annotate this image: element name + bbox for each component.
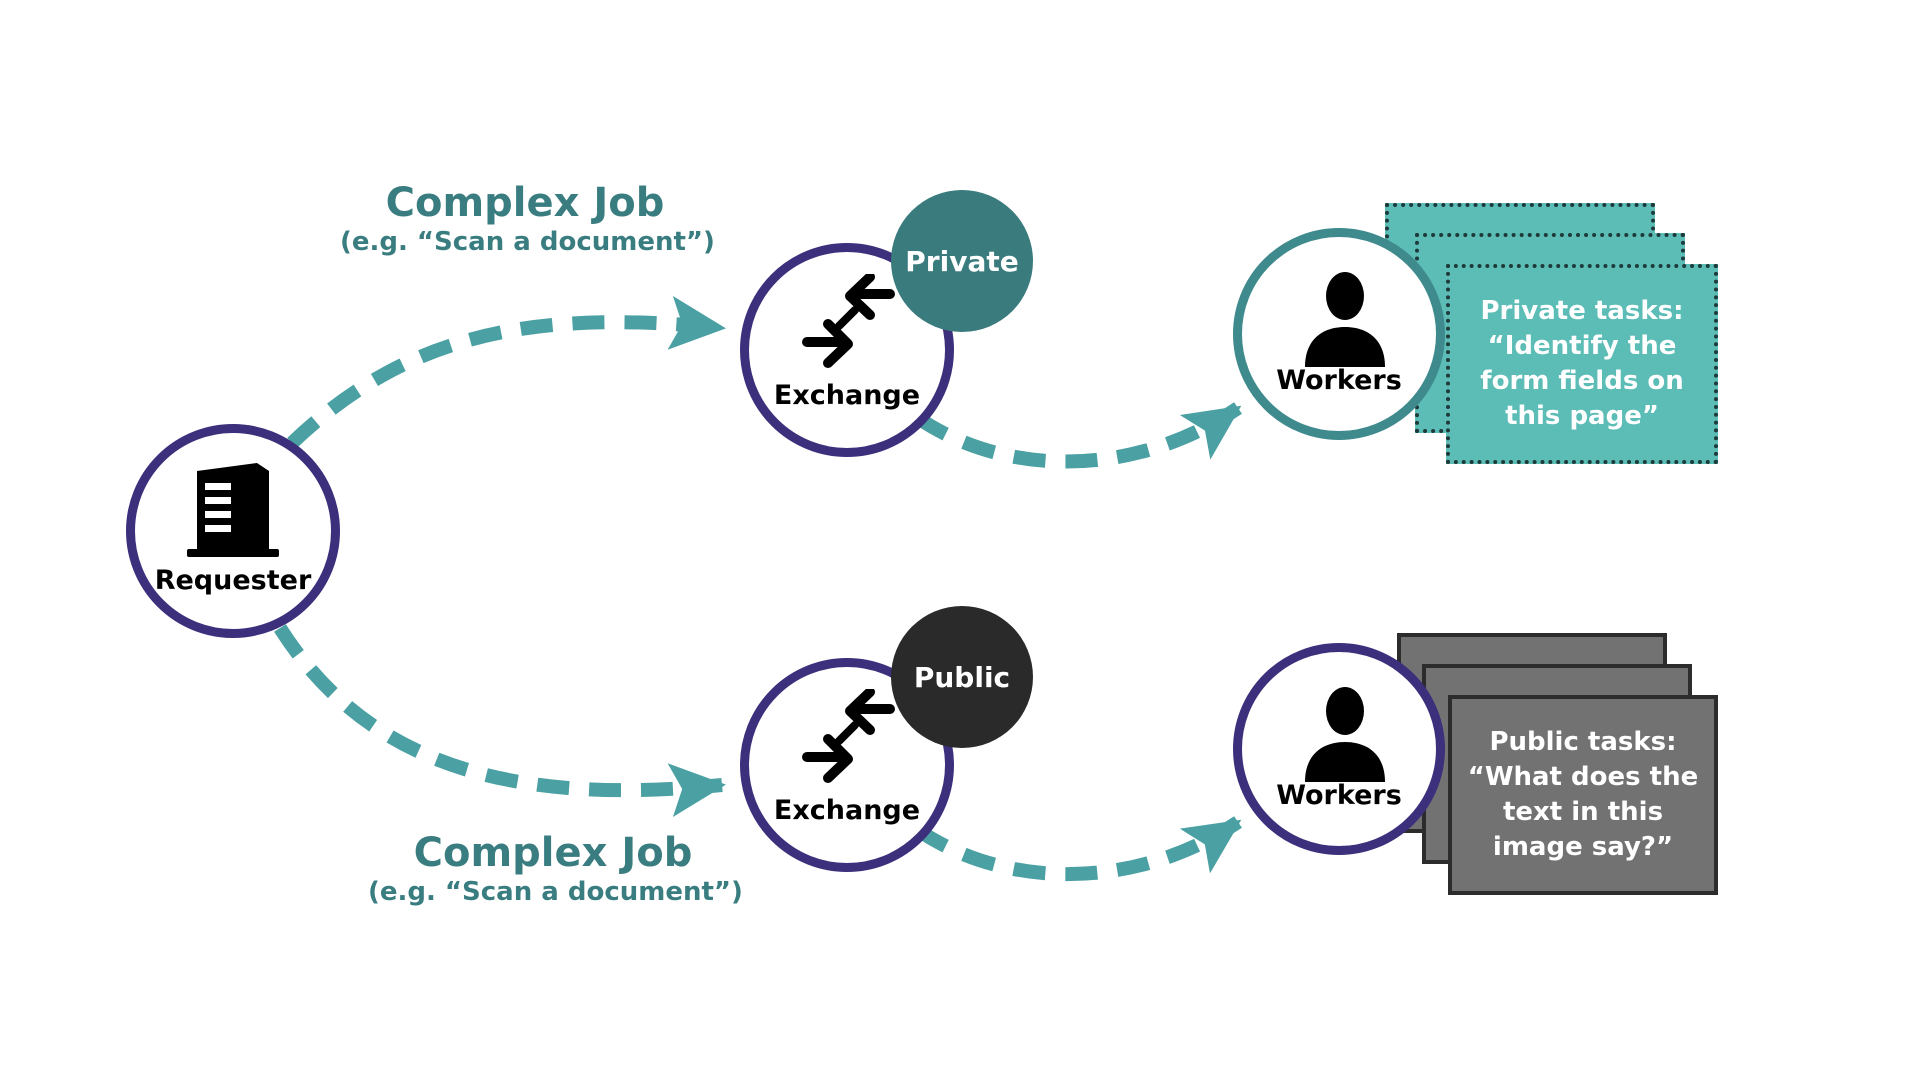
- public-workers-label: Workers: [1276, 780, 1402, 811]
- requester-label: Requester: [154, 565, 312, 596]
- public-workers-node: Workers: [1233, 643, 1445, 855]
- person-icon: [1305, 687, 1385, 782]
- private-task-card-front: Private tasks: “Identify the form fields…: [1446, 264, 1718, 464]
- private-exchange-label: Exchange: [773, 380, 921, 411]
- flow-arrow-requester-to-private-exchange: [287, 296, 726, 449]
- public-tasks-text: Public tasks: “What does the text in thi…: [1467, 727, 1699, 862]
- flow-arrow-private-exchange-to-workers: [914, 402, 1242, 469]
- private-workers-label: Workers: [1276, 365, 1402, 396]
- public-exchange-label: Exchange: [773, 795, 921, 826]
- flow-arrow-requester-to-public-exchange: [274, 624, 726, 817]
- job-subtitle-top: (e.g. “Scan a document”): [340, 227, 715, 257]
- public-badge: Public: [891, 606, 1033, 748]
- building-icon: [187, 463, 279, 557]
- arrows-converge-icon: [802, 274, 895, 368]
- job-subtitle-bottom: (e.g. “Scan a document”): [368, 877, 743, 907]
- job-title-bottom: Complex Job: [413, 830, 693, 876]
- flow-arrow-public-exchange-to-workers: [914, 816, 1242, 882]
- public-task-card-front: Public tasks: “What does the text in thi…: [1448, 695, 1718, 895]
- private-exchange-node: Exchange: [740, 243, 954, 457]
- arrows-converge-icon: [802, 689, 895, 783]
- private-tasks-text: Private tasks: “Identify the form fields…: [1480, 296, 1684, 431]
- job-title-top: Complex Job: [385, 180, 665, 226]
- private-badge: Private: [891, 190, 1033, 332]
- private-workers-node: Workers: [1233, 228, 1445, 440]
- requester-node: Requester: [126, 424, 340, 638]
- job-label-top: Complex Job (e.g. “Scan a document”): [340, 180, 715, 258]
- person-icon: [1305, 272, 1385, 367]
- job-label-bottom: Complex Job (e.g. “Scan a document”): [368, 830, 743, 908]
